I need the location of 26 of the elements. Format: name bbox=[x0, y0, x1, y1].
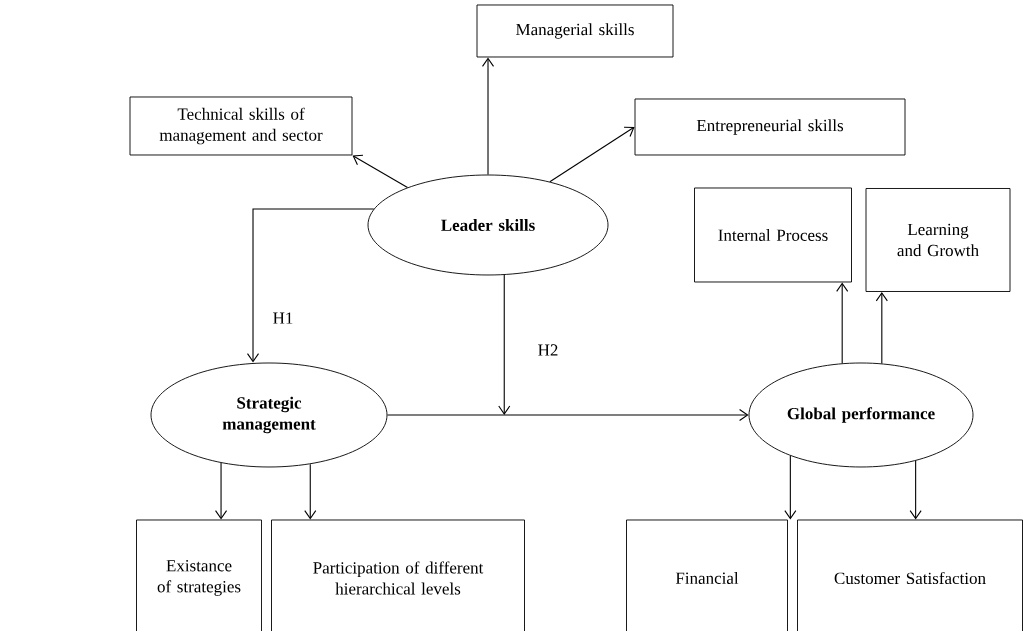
ellipse-node: Leader skills bbox=[367, 174, 609, 276]
text-box: Customer Satisfaction bbox=[797, 519, 1023, 631]
edge-label: H1 bbox=[271, 311, 295, 325]
ellipse-node: Global performance bbox=[748, 362, 974, 468]
text-box: Managerial skills bbox=[476, 4, 674, 58]
arrow bbox=[875, 291, 888, 364]
text-box: Learning and Growth bbox=[865, 188, 1011, 292]
arrow bbox=[246, 208, 375, 363]
arrow bbox=[386, 408, 749, 422]
text-box: Technical skills of management and sector bbox=[129, 96, 353, 156]
text-box: Existance of strategies bbox=[136, 519, 262, 631]
text-box: Internal Process bbox=[694, 187, 852, 283]
text-box: Entrepreneurial skills bbox=[634, 98, 906, 156]
text-box: Financial bbox=[626, 519, 788, 631]
arrow bbox=[498, 274, 511, 415]
ellipse-node: Strategic management bbox=[150, 362, 388, 468]
edge-label: H2 bbox=[536, 343, 560, 357]
arrow bbox=[215, 462, 228, 520]
arrow bbox=[304, 463, 317, 520]
arrow bbox=[836, 282, 849, 364]
arrow bbox=[784, 455, 797, 520]
arrow bbox=[549, 126, 635, 183]
arrow bbox=[481, 57, 495, 176]
text-box: Participation of different hierarchical levels bbox=[271, 519, 525, 631]
arrow bbox=[352, 154, 409, 188]
arrow bbox=[909, 460, 922, 520]
